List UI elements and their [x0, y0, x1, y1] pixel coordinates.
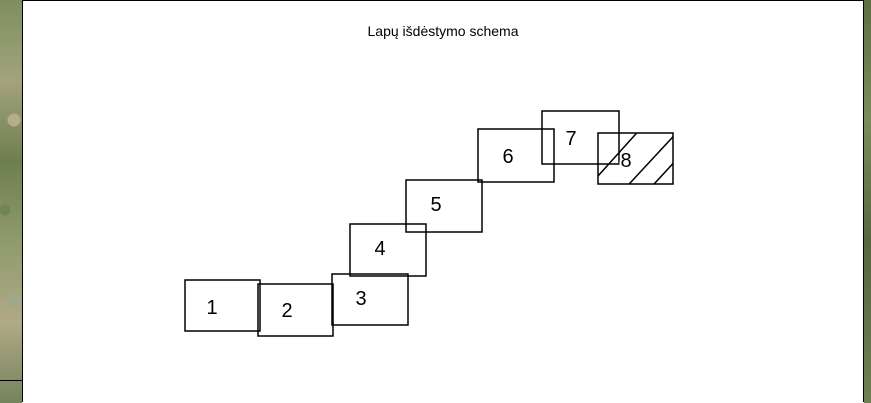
sheet-4-outline — [349, 223, 427, 277]
sheet-2: 2 — [257, 283, 334, 337]
aerial-imagery-left — [0, 0, 22, 403]
frame-tick — [0, 380, 22, 381]
sheet-4-label: 4 — [374, 238, 385, 260]
sheet-2-outline — [257, 283, 334, 337]
sheet-7: 7 — [541, 110, 620, 165]
sheet-1-label: 1 — [206, 297, 217, 319]
sheet-5-outline — [405, 179, 483, 233]
sheet-3: 3 — [331, 273, 409, 326]
sheet-5-label: 5 — [430, 194, 441, 216]
sheet-6: 6 — [477, 128, 555, 183]
sheet-2-label: 2 — [281, 300, 292, 322]
sheet-layout-diagram: 1 2 3 4 5 6 7 8 — [184, 110, 674, 337]
sheet-1-outline — [184, 279, 261, 332]
sheet-3-outline — [331, 273, 409, 326]
sheet-8-label: 8 — [620, 150, 631, 172]
sheet-8-hatch — [598, 133, 673, 184]
sheet-6-outline — [477, 128, 555, 183]
sheet-3-label: 3 — [355, 288, 366, 310]
aerial-imagery-right — [864, 0, 871, 403]
sheet-8-outline — [597, 132, 674, 185]
sheet-6-label: 6 — [502, 146, 513, 168]
sheet-layout-panel: Lapų išdėstymo schema 1 2 3 4 5 6 7 8 — [22, 0, 864, 402]
sheet-7-outline — [541, 110, 620, 165]
sheet-7-label: 7 — [565, 128, 576, 150]
panel-title: Lapų išdėstymo schema — [367, 23, 519, 39]
sheet-5: 5 — [405, 179, 483, 233]
sheet-1: 1 — [184, 279, 261, 332]
sheet-8: 8 — [597, 132, 674, 185]
sheet-4: 4 — [349, 223, 427, 277]
